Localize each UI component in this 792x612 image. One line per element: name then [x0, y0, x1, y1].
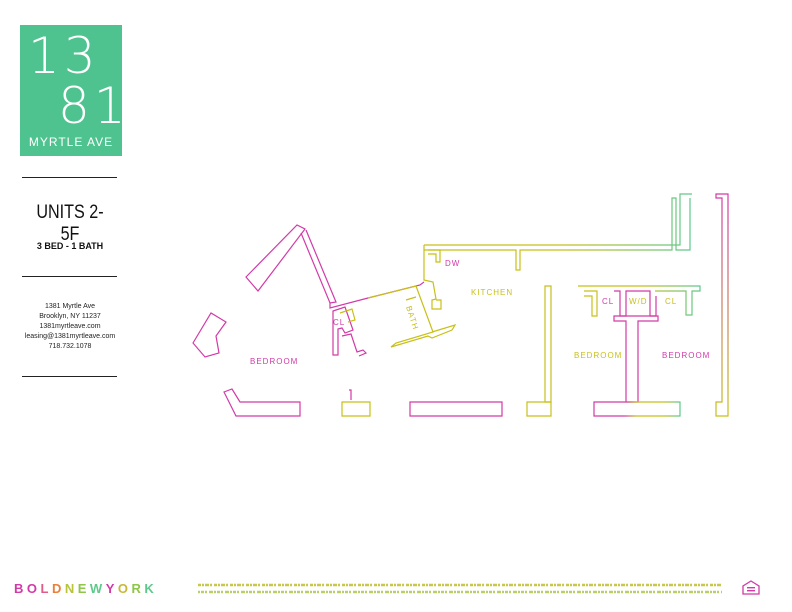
brand-letter: N — [64, 581, 78, 596]
contact-website[interactable]: 1381myrtleave.com — [39, 323, 101, 330]
unit-title: UNITS 2-5F — [36, 202, 104, 245]
wall-kitchen-right — [544, 285, 552, 403]
contact-phone: 718.732.1078 — [48, 343, 92, 350]
label-closet-mid: CL — [602, 297, 614, 306]
label-bath: BATH — [404, 305, 420, 331]
brand-letter: L — [40, 581, 52, 596]
label-closet-right: CL — [665, 297, 677, 306]
brand-letter: W — [89, 581, 106, 596]
contact-block: 1381 Myrtle Ave Brooklyn, NY 11237 1381m… — [18, 302, 122, 352]
label-closet-left: CL — [333, 318, 345, 327]
contact-city: Brooklyn, NY 11237 — [39, 313, 101, 320]
bed-bath-summary: 3 BED - 1 BATH — [36, 241, 104, 251]
wall-bottom-right — [593, 401, 681, 417]
disclaimer-text-lines — [198, 583, 722, 594]
brand-letter: K — [144, 581, 158, 596]
label-kitchen: KITCHEN — [471, 288, 513, 297]
wall-bottom-window — [409, 401, 503, 417]
building-logo: 13 81 MYRTLE AVE — [20, 25, 126, 156]
wall-bath — [367, 285, 457, 348]
wall-bottom-left — [223, 388, 301, 417]
brand-letter: B — [14, 581, 27, 596]
label-washer-dryer: W/D — [629, 297, 648, 306]
wall-bath-top — [329, 281, 425, 309]
wall-top-inner — [428, 197, 691, 271]
logo-street: MYRTLE AVE — [28, 135, 114, 149]
bath-fixture — [405, 296, 417, 301]
wall-closet-door — [339, 308, 356, 323]
legal-disclaimer — [198, 582, 722, 598]
label-bedroom-right: BEDROOM — [662, 351, 710, 360]
equal-housing-icon — [742, 580, 760, 595]
brand-letter: Y — [105, 581, 118, 596]
wall-bottom-pier — [341, 401, 371, 417]
brand-letter: D — [51, 581, 65, 596]
wall-top — [424, 193, 692, 246]
brand-letter: E — [77, 581, 90, 596]
label-bedroom-left: BEDROOM — [250, 357, 298, 366]
divider — [22, 177, 117, 178]
wall-kitchen-left — [423, 245, 442, 310]
wall-closet-inner — [341, 333, 368, 357]
wall-bottom-stub — [349, 389, 352, 400]
wall-closets-top — [578, 285, 701, 316]
wall-diagonal-right — [300, 229, 337, 304]
wall-right — [715, 193, 729, 417]
wall-diagonal-left — [245, 224, 306, 292]
divider — [22, 276, 117, 277]
wall-bottom-pier-right — [526, 401, 552, 417]
logo-number-top: 13 — [28, 27, 100, 85]
wall-closet-left — [332, 306, 354, 356]
divider — [22, 376, 117, 377]
logo-number-bottom: 81 — [58, 77, 130, 135]
wall-closet-mid — [584, 290, 598, 317]
brand-letter: O — [26, 581, 41, 596]
label-bedroom-mid: BEDROOM — [574, 351, 622, 360]
wall-left-bay — [192, 312, 227, 358]
brand-letter: O — [117, 581, 132, 596]
contact-email[interactable]: leasing@1381myrtleave.com — [24, 333, 116, 340]
brand-wordmark: BOLDNEWYORK — [14, 581, 157, 596]
label-dishwasher: DW — [445, 259, 460, 268]
dishwasher — [424, 249, 441, 263]
contact-address: 1381 Myrtle Ave — [44, 303, 96, 310]
brand-letter: R — [131, 581, 145, 596]
